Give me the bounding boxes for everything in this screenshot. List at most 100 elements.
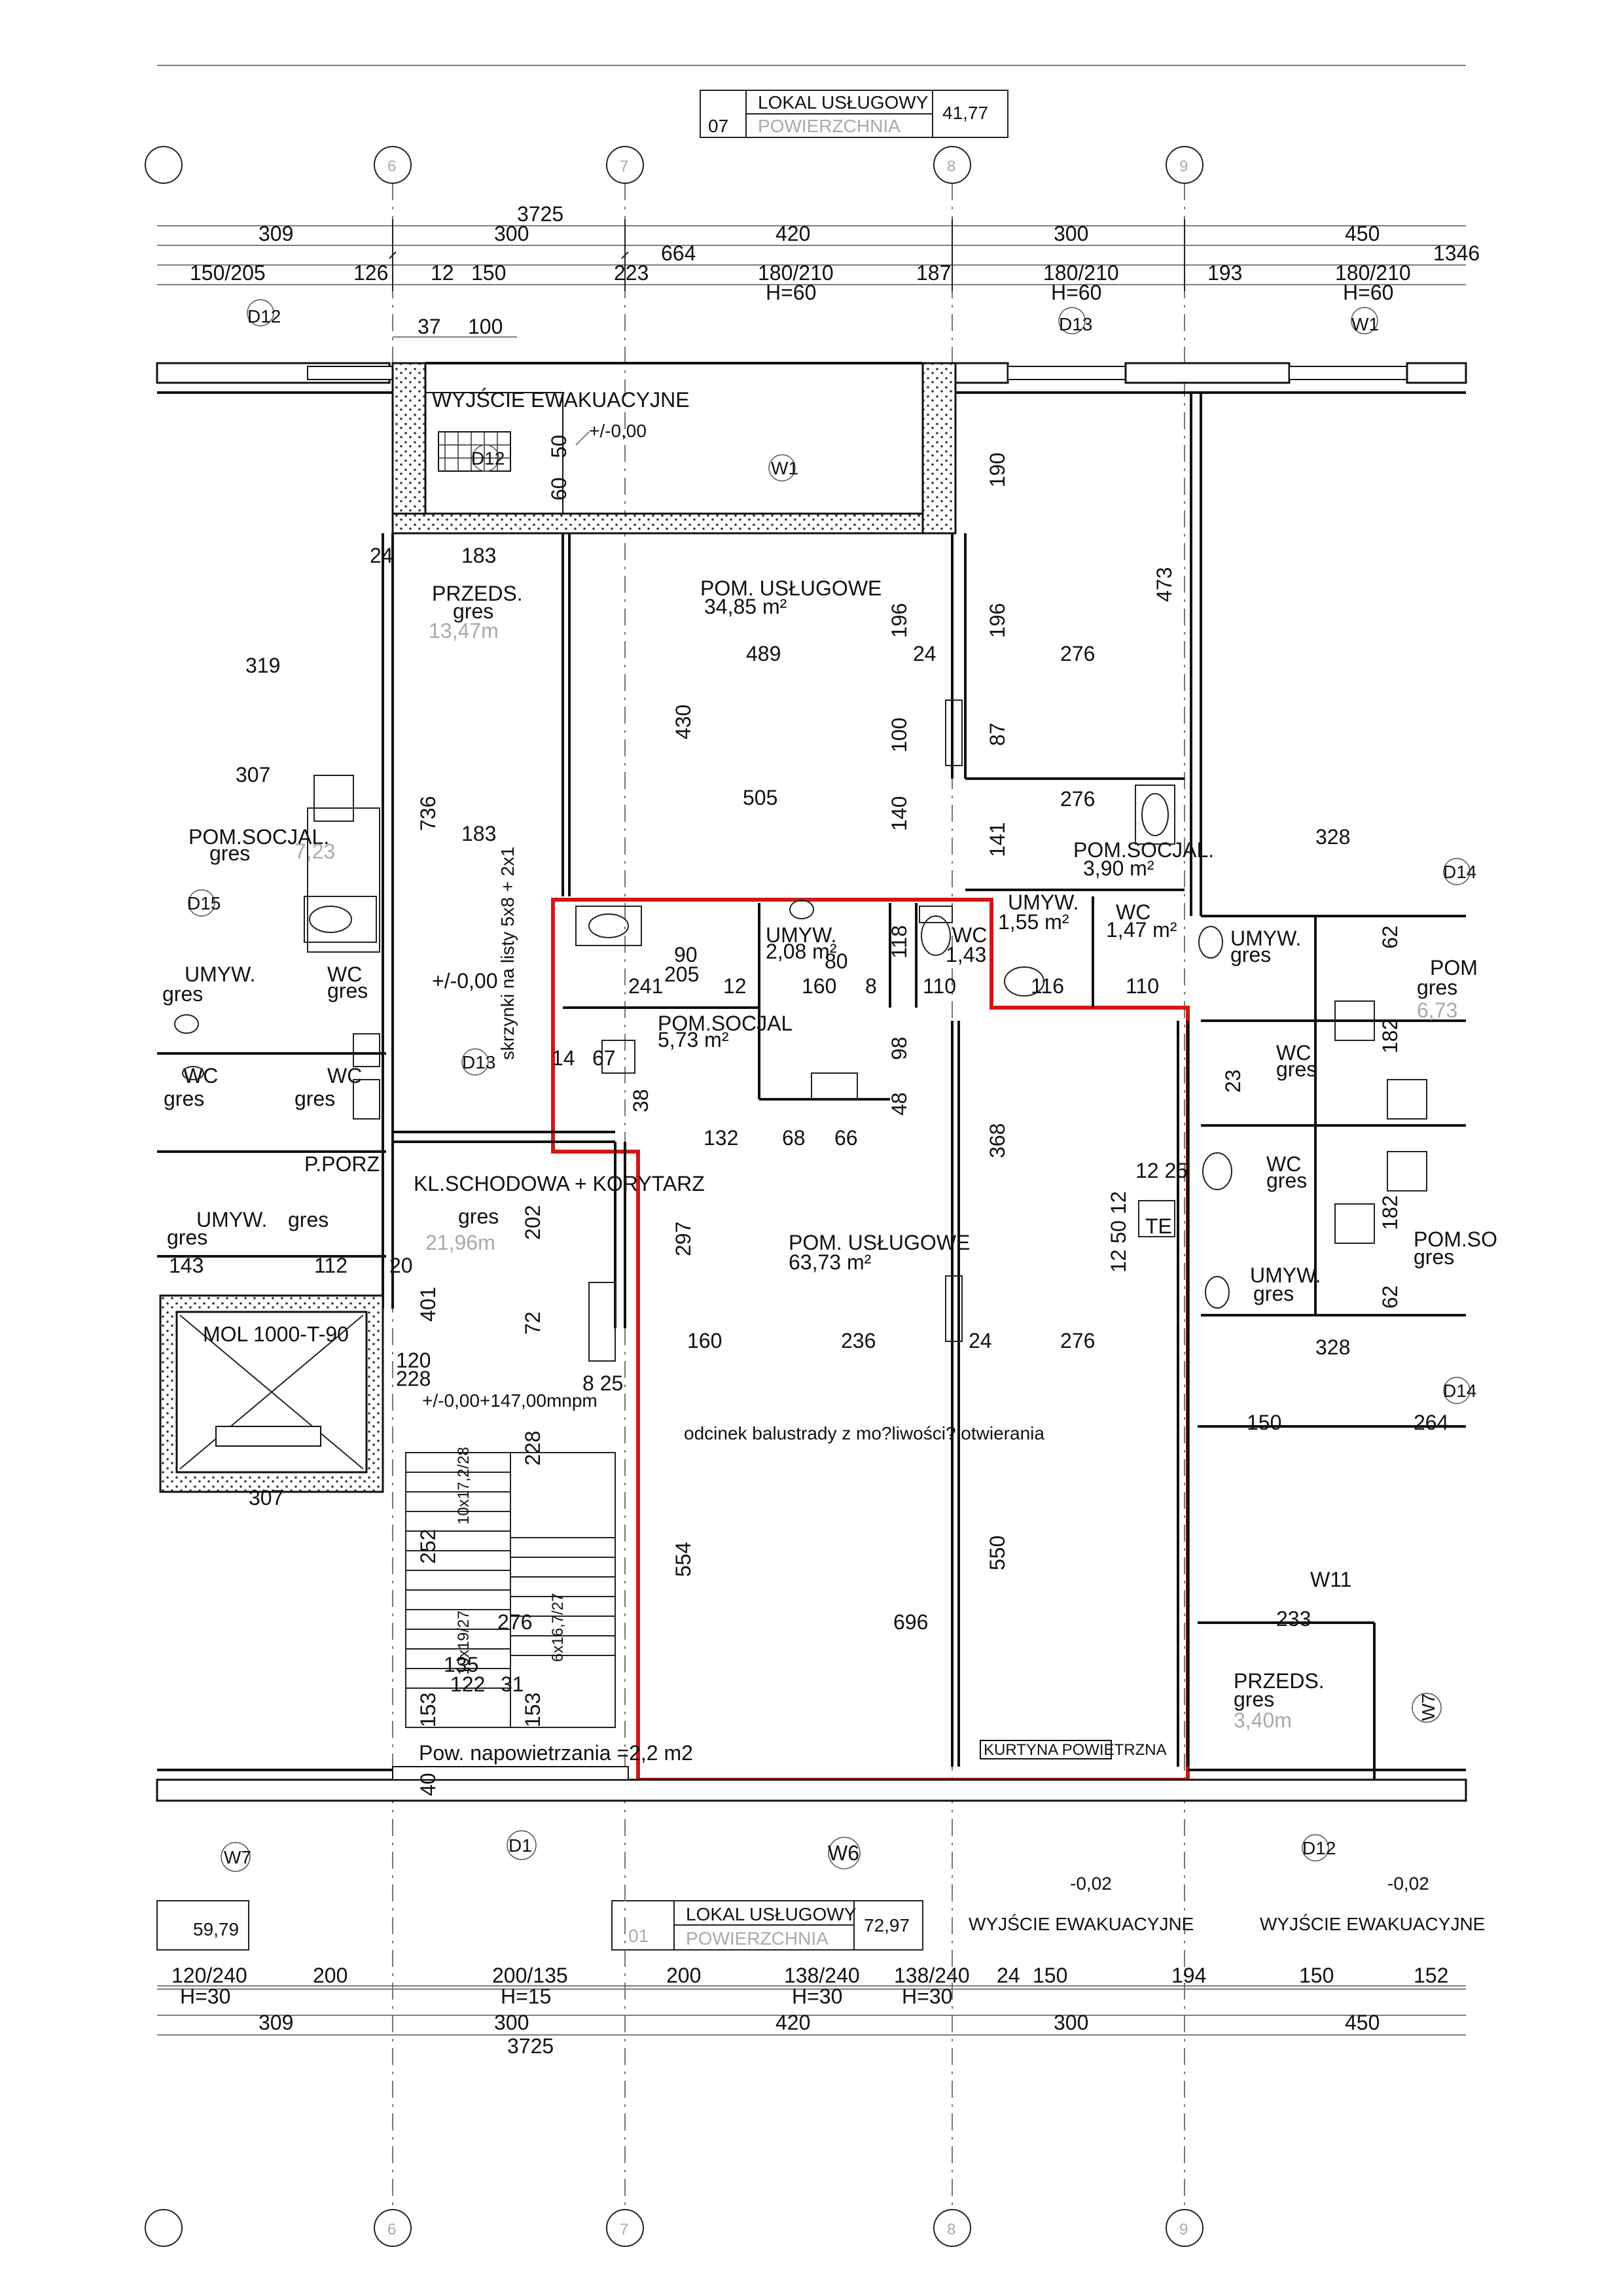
dim-196: 196: [887, 603, 911, 638]
dim-122: 122: [450, 1672, 485, 1696]
exit-bottom-2: WYJŚCIE EWAKUACYJNE: [1260, 1913, 1485, 1934]
dim-bot-150: 150: [1033, 1964, 1067, 1987]
tag-w1-mid: W1: [771, 458, 798, 478]
axis-label-6-top: 6: [387, 158, 396, 175]
dim-31: 31: [501, 1672, 524, 1696]
tag-d13-mid: D13: [462, 1052, 495, 1072]
tag-w7-bottom: W7: [224, 1847, 251, 1867]
wc-far2: WC: [1266, 1152, 1301, 1176]
dim-143: 143: [169, 1254, 204, 1277]
dim-182: 182: [1378, 1019, 1402, 1053]
dim-141: 141: [986, 822, 1009, 857]
przeds-area: 13,47m: [429, 619, 499, 643]
staircase: [405, 1452, 616, 1728]
dim-276c: 276: [1060, 1329, 1095, 1352]
dim-62: 62: [1378, 925, 1402, 949]
dim-116: 116: [1031, 974, 1064, 998]
bottom-dimensions: 120/240 200 200/135 200 138/240 138/240 …: [157, 1964, 1466, 2058]
wc-far2-floor: gres: [1266, 1169, 1307, 1192]
inner-dimensions: 319 307 307 736 183 183 24 489 196 196 2…: [169, 434, 1448, 1796]
dim-top-150: 150: [471, 261, 506, 285]
umyw-far2: UMYW.: [1250, 1263, 1321, 1287]
dim-top-1346: 1346: [1433, 241, 1480, 265]
interior-walls: [157, 393, 1466, 1780]
level-bottom-2: -0,02: [1387, 1873, 1429, 1894]
dim-8-25: 8 25: [582, 1371, 623, 1395]
dim-297: 297: [671, 1222, 695, 1256]
pom-uslugowe-top-area: 34,85 m²: [704, 595, 787, 618]
dim-bot-200: 200: [313, 1964, 348, 1987]
level-stairs: +/-0,00+147,00mnpm: [422, 1390, 597, 1411]
dim-153: 153: [416, 1693, 440, 1727]
opening-tags: D12 D13 W1 D12 W1 D14 D15 D13 D14 W7 D1 …: [187, 299, 1476, 1872]
dim-100: 100: [887, 718, 911, 752]
dim-top-193: 193: [1207, 261, 1242, 285]
dim-90: 90: [674, 943, 698, 966]
axis-label-8-bottom: 8: [947, 2221, 955, 2238]
top-box-subtitle: POWIERZCHNIA: [758, 116, 901, 136]
dim-bot-194: 194: [1171, 1964, 1206, 1987]
dim-307b: 307: [249, 1486, 283, 1510]
dim-top-126: 126: [353, 261, 388, 285]
stairs-run-1: 10x17,2/28: [455, 1447, 473, 1525]
dim-112: 112: [314, 1254, 348, 1277]
dim-24c: 24: [969, 1329, 992, 1352]
umyw-left2-floor: gres: [167, 1226, 207, 1249]
dim-23: 23: [1221, 1069, 1245, 1093]
wc-left1-floor: gres: [327, 979, 368, 1002]
tag-d14-right: D14: [1443, 862, 1476, 882]
bottom-box-title: LOKAL USŁUGOWY: [686, 1904, 857, 1924]
dim-14: 14: [552, 1046, 575, 1070]
dim-40: 40: [416, 1773, 440, 1796]
wc-red-area: 1,43: [946, 943, 986, 966]
pom-socjal-red-area: 5,73 m²: [658, 1028, 729, 1051]
dim-140: 140: [887, 796, 911, 831]
dim-62b: 62: [1378, 1285, 1402, 1309]
dim-150: 150: [1247, 1411, 1281, 1434]
dim-98: 98: [887, 1036, 911, 1060]
fixtures: [174, 699, 1427, 1362]
tag-w6-bottom: W6: [828, 1841, 859, 1865]
axis-label-9-top: 9: [1179, 158, 1188, 175]
dim-38: 38: [629, 1089, 652, 1112]
pom-socjal-right-area: 3,90 m²: [1083, 857, 1154, 880]
dim-120: 120: [396, 1349, 431, 1372]
dim-bot-152: 152: [1414, 1964, 1448, 1987]
pom-uslugowe-main-name: POM. USŁUGOWE: [789, 1231, 970, 1254]
dim-276b: 276: [1060, 787, 1095, 811]
dim-196b: 196: [986, 603, 1009, 638]
wc-left2-floor: gres: [164, 1087, 204, 1110]
dim-bot-total: 3725: [507, 2034, 554, 2058]
elevator-label: MOL 1000-T-90: [203, 1322, 349, 1346]
dim-183b: 183: [461, 822, 496, 845]
przeds-right: PRZEDS.: [1234, 1669, 1325, 1693]
dim-top-309: 309: [259, 222, 293, 245]
umyw-right: UMYW.: [1008, 891, 1079, 914]
dim-top-664: 664: [661, 241, 696, 265]
dim-8: 8: [865, 974, 877, 998]
dim-bot-200b: 200: [666, 1964, 701, 1987]
dim-307: 307: [236, 763, 270, 786]
exit-bottom-1: WYJŚCIE EWAKUACYJNE: [969, 1913, 1194, 1934]
dim-110: 110: [923, 974, 956, 998]
top-room-box: 07 LOKAL USŁUGOWY POWIERZCHNIA 41,77: [700, 90, 1008, 138]
top-box-area: 41,77: [942, 103, 988, 123]
top-dimensions: 3725 309 300 420 300 450 664 1346 150/20…: [157, 202, 1480, 338]
w11-label: W11: [1310, 1568, 1351, 1591]
dim-160b: 160: [687, 1329, 722, 1352]
umyw-far2-floor: gres: [1253, 1282, 1294, 1305]
pom-far-floor: gres: [1417, 976, 1457, 999]
dim-118: 118: [887, 925, 911, 959]
dim-153b: 153: [521, 1693, 544, 1727]
dim-190: 190: [986, 453, 1009, 487]
dim-top-h60c: H=60: [1343, 281, 1393, 304]
axis-label-9-bottom: 9: [1179, 2221, 1188, 2238]
umyw-left-floor: gres: [162, 982, 203, 1006]
dim-bot-h30a: H=30: [180, 1985, 230, 2008]
pom-socjal-right: POM.SOCJAL.: [1073, 838, 1214, 862]
dim-12-25: 12 25: [1135, 1159, 1188, 1182]
level-mid: +/-0,00: [432, 969, 498, 993]
dim-202: 202: [521, 1205, 544, 1240]
dim-bot-h15: H=15: [501, 1985, 551, 2008]
